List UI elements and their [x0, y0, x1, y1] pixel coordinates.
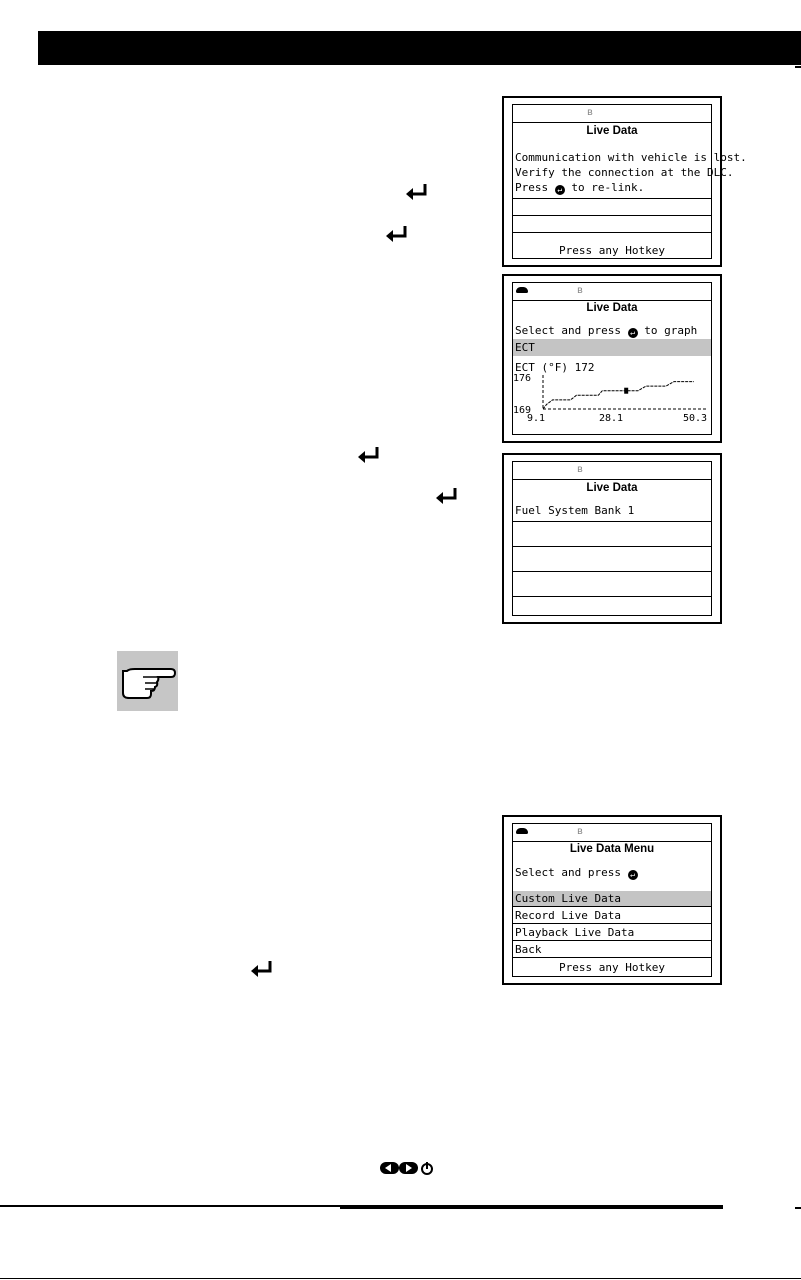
hotkey-hint: Press any Hotkey: [559, 244, 665, 257]
menu-prompt: Select and press ↵: [515, 865, 638, 880]
status-bar: ʙ: [513, 283, 711, 301]
footer-rule-right: [340, 1205, 723, 1209]
bluetooth-icon: ʙ: [577, 285, 583, 296]
y-tick-label: 176: [513, 373, 531, 384]
screen-title: Live Data: [586, 125, 638, 137]
bluetooth-icon: ʙ: [577, 826, 583, 837]
graph-prompt: Select and press ↵ to graph: [515, 324, 698, 338]
screen-link-lost: ʙ Live Data Communication with vehicle i…: [502, 96, 747, 267]
screen-graph: ʙ Live Data Select and press ↵ to graph …: [502, 274, 722, 443]
graph-label: ECT (°F) 172: [515, 361, 595, 374]
bluetooth-icon: ʙ: [587, 107, 593, 118]
menu-item-custom-live-data[interactable]: Custom Live Data: [513, 891, 711, 907]
selected-pid-row[interactable]: ECT: [513, 339, 711, 356]
vehicle-icon: [516, 287, 528, 293]
screen-title: Live Data: [586, 482, 638, 494]
status-bar: ʙ: [513, 462, 711, 480]
screen-fuel-system: ʙ Live Data Fuel System Bank 1: [502, 453, 722, 624]
enter-button-icon: ↵: [554, 185, 565, 195]
status-bar: ʙ: [513, 824, 711, 842]
vehicle-icon: [516, 828, 528, 834]
footer-rule-left: [0, 1205, 340, 1207]
navigation-power-buttons-icon: [380, 1162, 433, 1175]
enter-key-icon: [386, 226, 407, 242]
margin-tick: [795, 66, 801, 68]
series-line-ect: [542, 381, 694, 410]
enter-key-icon: [251, 961, 272, 977]
x-tick-label: 9.1: [527, 413, 545, 424]
bluetooth-icon: ʙ: [577, 464, 583, 475]
enter-button-icon: ↵: [627, 870, 638, 880]
screen-live-data-menu: ʙ Live Data Menu Select and press ↵ Cust…: [502, 815, 722, 985]
x-tick-label: 28.1: [599, 413, 623, 424]
enter-key-icon: [406, 184, 427, 200]
hotkey-hint: Press any Hotkey: [559, 961, 665, 974]
enter-button-icon: ↵: [627, 328, 638, 338]
enter-key-icon: [436, 488, 457, 504]
y-tick-label: 169: [513, 405, 531, 416]
selected-pid: ECT: [515, 341, 535, 354]
screen-title: Live Data: [586, 302, 638, 314]
menu-item-playback-live-data[interactable]: Playback Live Data: [513, 925, 711, 941]
status-bar: ʙ: [513, 105, 711, 123]
margin-tick: [795, 1207, 801, 1209]
enter-key-icon: [358, 447, 379, 463]
note-hand-icon: [117, 651, 178, 711]
screen-title: Live Data Menu: [569, 843, 655, 855]
menu-item-back[interactable]: Back: [513, 942, 711, 958]
cursor-marker: [624, 387, 629, 394]
page-bottom-line: [0, 1278, 801, 1279]
link-lost-message: Communication with vehicle is lost. Veri…: [515, 151, 747, 195]
x-tick-label: 50.3: [683, 413, 707, 424]
menu-item-record-live-data[interactable]: Record Live Data: [513, 908, 711, 924]
page-header-bar: [38, 31, 801, 65]
fuel-system-item[interactable]: Fuel System Bank 1: [515, 504, 635, 517]
